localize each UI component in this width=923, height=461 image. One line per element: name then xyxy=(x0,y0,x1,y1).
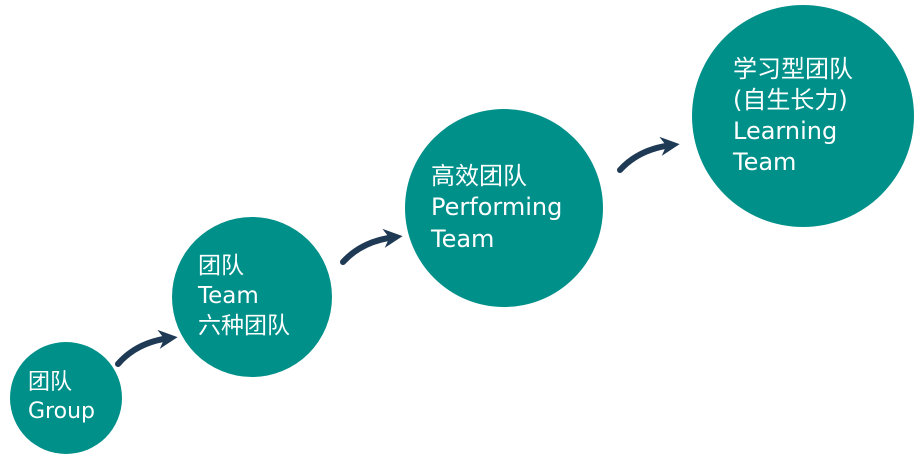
stage-label-line: 团队 xyxy=(198,253,244,280)
stage-label-line: 团队 xyxy=(28,370,73,396)
stage-circle-performing-team: 高效团队 Performing Team xyxy=(405,109,603,307)
stage-label-line: Team xyxy=(198,283,259,310)
stage-label-line: (自生长力) xyxy=(733,85,848,114)
arrow-icon xyxy=(340,228,403,265)
stage-circle-team: 团队 Team 六种团队 xyxy=(172,217,332,377)
stage-label-line: Performing xyxy=(431,193,563,222)
stage-circle-learning-team: 学习型团队 (自生长力) Learning Team xyxy=(692,5,914,227)
stage-label-line: 高效团队 xyxy=(431,162,527,191)
stage-label-line: Team xyxy=(733,148,797,177)
stage-label-line: Group xyxy=(28,399,95,424)
arrow-icon xyxy=(617,136,680,173)
stage-label-line: Learning xyxy=(733,117,838,145)
stage-circle-group: 团队 Group xyxy=(10,342,122,454)
stage-label-line: Team xyxy=(431,224,495,253)
arrow-icon xyxy=(115,329,178,367)
stage-label-line: 学习型团队 xyxy=(733,54,853,83)
stage-label-line: 六种团队 xyxy=(198,312,290,339)
